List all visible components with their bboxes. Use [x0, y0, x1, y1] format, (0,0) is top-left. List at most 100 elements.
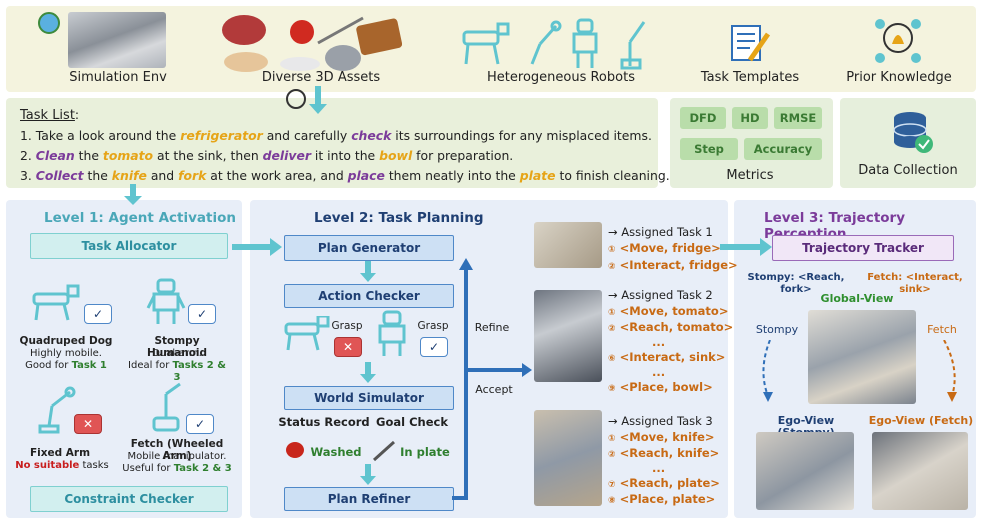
plan-generator-box: Plan Generator — [284, 235, 454, 261]
humanoid-check-icon: ✓ — [188, 304, 216, 324]
task3-ellipsis: ... — [652, 461, 666, 475]
checker-down-arrow — [360, 362, 376, 383]
fetch-check-icon: ✓ — [186, 414, 214, 434]
humanoid-desc-1: Dual-arm. — [152, 348, 202, 359]
fixed-arm-name: Fixed Arm — [29, 447, 91, 459]
robots-label: Heterogeneous Robots — [487, 70, 635, 85]
task3-robot-image — [534, 410, 602, 506]
fetch-desc-2: Useful for Task 2 & 3 — [122, 463, 232, 474]
task-line-2: 2. Clean the tomato at the sink, then de… — [20, 148, 514, 163]
metric-accuracy: Accuracy — [744, 138, 822, 160]
task2-step-1: ① <Move, tomato> — [608, 304, 729, 318]
simulation-env-image — [68, 12, 166, 68]
status-record-label: Status Record — [278, 415, 370, 429]
sim-down-arrow — [360, 464, 376, 485]
ego-fetch-label: Ego-View (Fetch) — [868, 414, 974, 427]
stompy-humanoid-icon — [146, 278, 186, 324]
task3-step-2: ② <Reach, knife> — [608, 446, 720, 460]
task1-robot-image — [534, 222, 602, 268]
task2-ellipsis-2: ... — [652, 365, 666, 379]
tomato-icon — [286, 442, 304, 458]
stompy-action: Stompy: <Reach, fork> — [747, 272, 845, 295]
fixed-arm-desc: No suitable tasks — [15, 460, 109, 471]
assets-down-arrow — [309, 86, 327, 114]
dog-desc-2: Good for Task 1 — [25, 360, 107, 371]
washed-label: Washed — [310, 445, 362, 459]
goal-check-label: Goal Check — [376, 415, 448, 429]
grasp-label-2: Grasp — [417, 320, 449, 332]
task2-robot-image — [534, 290, 602, 382]
task-list: Task List: 1. Take a look around the ref… — [20, 105, 670, 186]
metric-dfd: DFD — [680, 107, 726, 129]
gpt-logo-icon — [286, 89, 306, 109]
global-view-label: Global-View — [820, 292, 894, 305]
accept-label: Accept — [475, 383, 513, 396]
l2-dog-icon — [284, 316, 330, 351]
dog-name: Quadruped Dog — [19, 335, 113, 347]
grasp-label-1: Grasp — [331, 320, 363, 332]
task3-step-7: ⑦ <Reach, plate> — [608, 476, 720, 490]
dog-check-icon: ✓ — [84, 304, 112, 324]
tasklist-down-arrow — [124, 184, 142, 205]
globe-icon — [38, 12, 60, 34]
fetch-robot-icon — [152, 382, 181, 432]
task3-step-1: ① <Move, knife> — [608, 430, 715, 444]
l2-humanoid-icon — [378, 310, 406, 356]
fixed-arm-x-icon: ✕ — [74, 414, 102, 434]
plan-refiner-box: Plan Refiner — [284, 487, 454, 511]
task2-header: → Assigned Task 2 — [608, 288, 713, 302]
humanoid-name: Stompy Humanoid — [146, 335, 208, 359]
assets-label: Diverse 3D Assets — [261, 70, 381, 85]
fetch-label: Fetch — [927, 323, 957, 336]
database-icon — [893, 112, 933, 153]
constraint-checker-box: Constraint Checker — [30, 486, 228, 512]
level1-title: Level 1: Agent Activation — [44, 210, 236, 226]
task-line-1: 1. Take a look around the refrigerator a… — [20, 128, 652, 143]
task2-step-9: ⑨ <Place, bowl> — [608, 380, 713, 394]
task3-header: → Assigned Task 3 — [608, 414, 713, 428]
prior-knowledge-label: Prior Knowledge — [846, 70, 952, 85]
action-checker-box: Action Checker — [284, 284, 454, 308]
level2-title: Level 2: Task Planning — [314, 210, 484, 226]
task-allocator-box: Task Allocator — [30, 233, 228, 259]
fetch-action: Fetch: <Interact, sink> — [867, 272, 963, 295]
task2-step-6: ⑥ <Interact, sink> — [608, 350, 726, 364]
robots-image — [462, 18, 646, 70]
prior-knowledge-icon — [875, 19, 921, 63]
trajectory-tracker-box: Trajectory Tracker — [772, 235, 954, 261]
metric-hd: HD — [732, 107, 768, 129]
refine-label: Refine — [474, 321, 510, 334]
ego-fetch-image — [872, 432, 968, 510]
resources-band — [6, 6, 976, 92]
l2-to-l3-arrow — [720, 238, 772, 256]
metrics-label: Metrics — [726, 168, 774, 183]
fixed-arm-icon — [38, 386, 76, 434]
global-view-image — [808, 310, 916, 404]
task2-step-2: ② <Reach, tomato> — [608, 320, 734, 334]
ego-stompy-image — [756, 432, 854, 510]
task1-step-1: ① <Move, fridge> — [608, 241, 721, 255]
refine-accept-arrows — [452, 258, 532, 500]
fetch-name: Fetch (Wheeled Arm) — [130, 438, 224, 462]
task-template-icon — [731, 25, 770, 62]
world-simulator-box: World Simulator — [284, 386, 454, 410]
task-list-title: Task List: — [20, 107, 80, 123]
dog-grasp-x-icon: ✕ — [334, 337, 362, 357]
quadruped-dog-icon — [32, 284, 80, 321]
data-collection-label: Data Collection — [858, 163, 958, 178]
gen-down-arrow — [360, 261, 376, 282]
ego-arrows — [762, 340, 957, 402]
task-line-3: 3. Collect the knife and fork at the wor… — [20, 168, 670, 183]
task3-step-8: ⑧ <Place, plate> — [608, 492, 716, 506]
metric-step: Step — [680, 138, 738, 160]
metric-rmse: RMSE — [774, 107, 822, 129]
simulation-env-label: Simulation Env — [69, 70, 167, 85]
dog-desc-1: Highly mobile. — [30, 348, 102, 359]
task-list-band — [6, 98, 658, 188]
stompy-label: Stompy — [755, 323, 799, 336]
humanoid-desc-2: Ideal for Tasks 2 & 3 — [128, 360, 226, 383]
task1-step-2: ② <Interact, fridge> — [608, 258, 738, 272]
in-plate-label: In plate — [400, 445, 450, 459]
assets-image — [222, 15, 402, 72]
l1-to-l2-arrow — [232, 238, 282, 256]
